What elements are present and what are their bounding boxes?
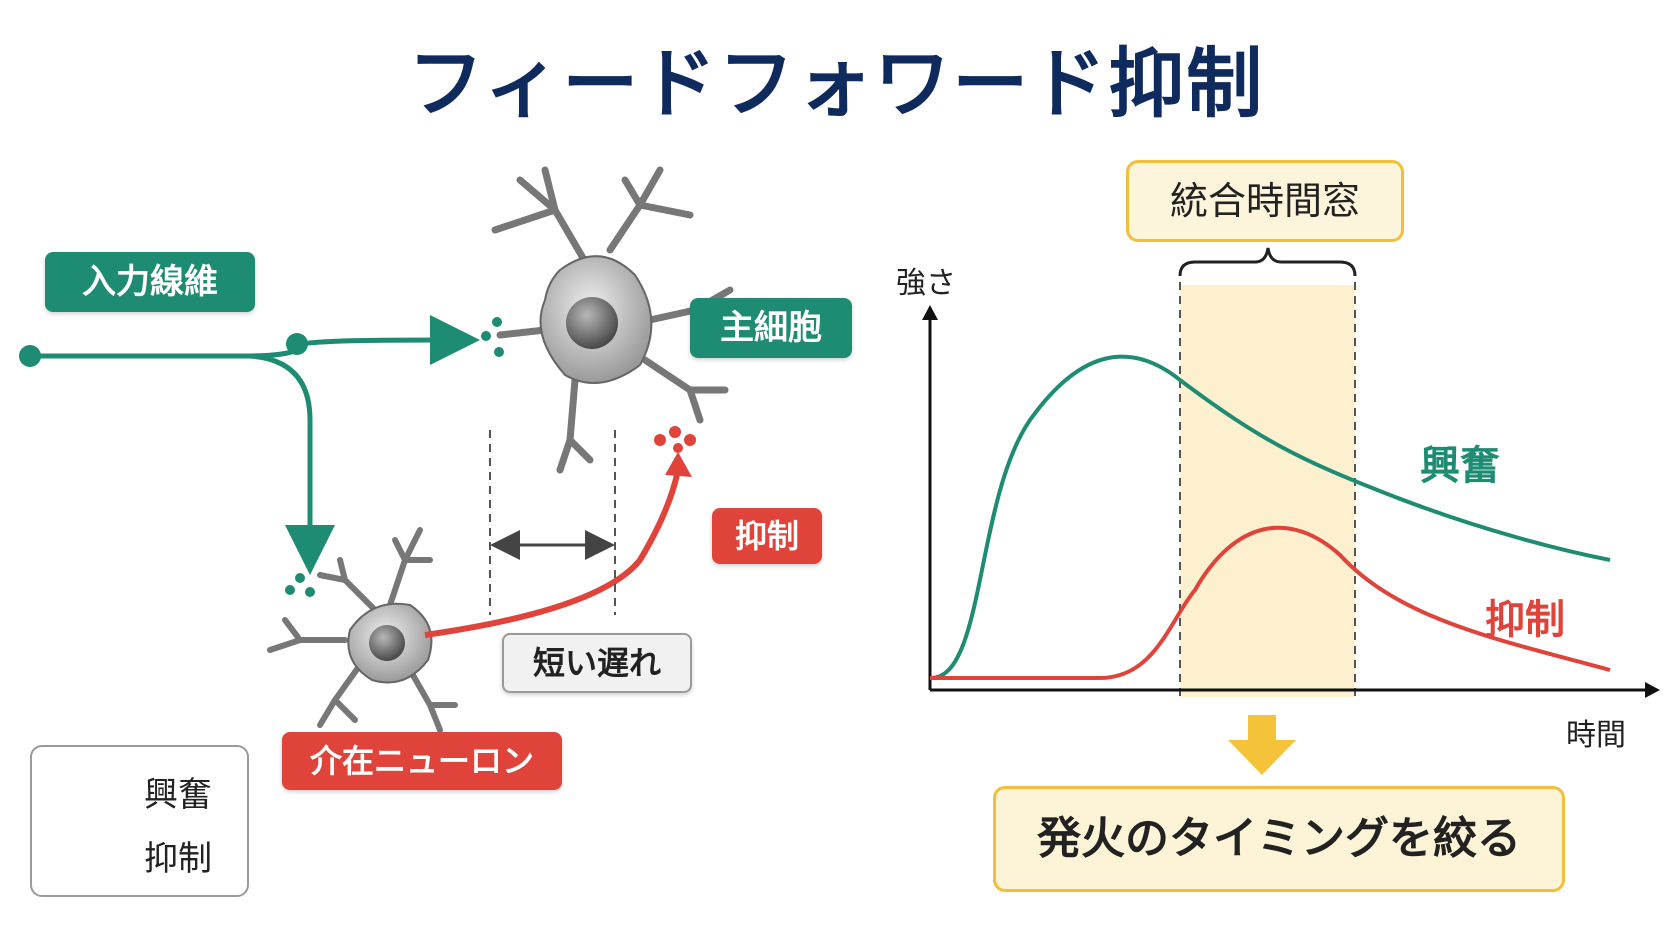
integration-window-label: 統合時間窓 [1126,160,1404,242]
legend-inhibition-label: 抑制 [144,839,212,879]
page-title: フィードフォワード抑制 [407,39,1265,128]
principal-cell-neuron [491,166,734,474]
inhibition-curve [930,525,1611,680]
input-fiber-label: 入力線維 [45,252,255,312]
timing-chart [922,247,1660,775]
short-delay-label: 短い遅れ [502,633,692,693]
excitation-curve [929,354,1611,681]
principal-nucleus [566,297,618,349]
delay-indicator [489,430,616,615]
interneuron-nucleus [369,625,405,661]
y-axis-label: 強さ [896,266,956,301]
input-fiber [19,315,504,597]
down-arrow-icon [1228,715,1296,775]
principal-cell-label: 主細胞 [690,298,852,358]
window-brace [1178,247,1357,277]
result-box: 発火のタイミングを絞る [993,786,1565,892]
integration-window-shade [1180,285,1355,697]
inhibitory-axon [424,426,696,638]
inhibition-curve-label: 抑制 [1485,597,1565,643]
x-axis-label: 時間 [1566,718,1626,753]
interneuron-neuron [267,527,458,733]
legend-excitation-label: 興奮 [144,775,212,815]
interneuron-label: 介在ニューロン [282,732,562,790]
excitation-curve-label: 興奮 [1420,443,1500,489]
inhibition-label: 抑制 [712,508,822,564]
legend: 興奮 抑制 [30,745,249,897]
